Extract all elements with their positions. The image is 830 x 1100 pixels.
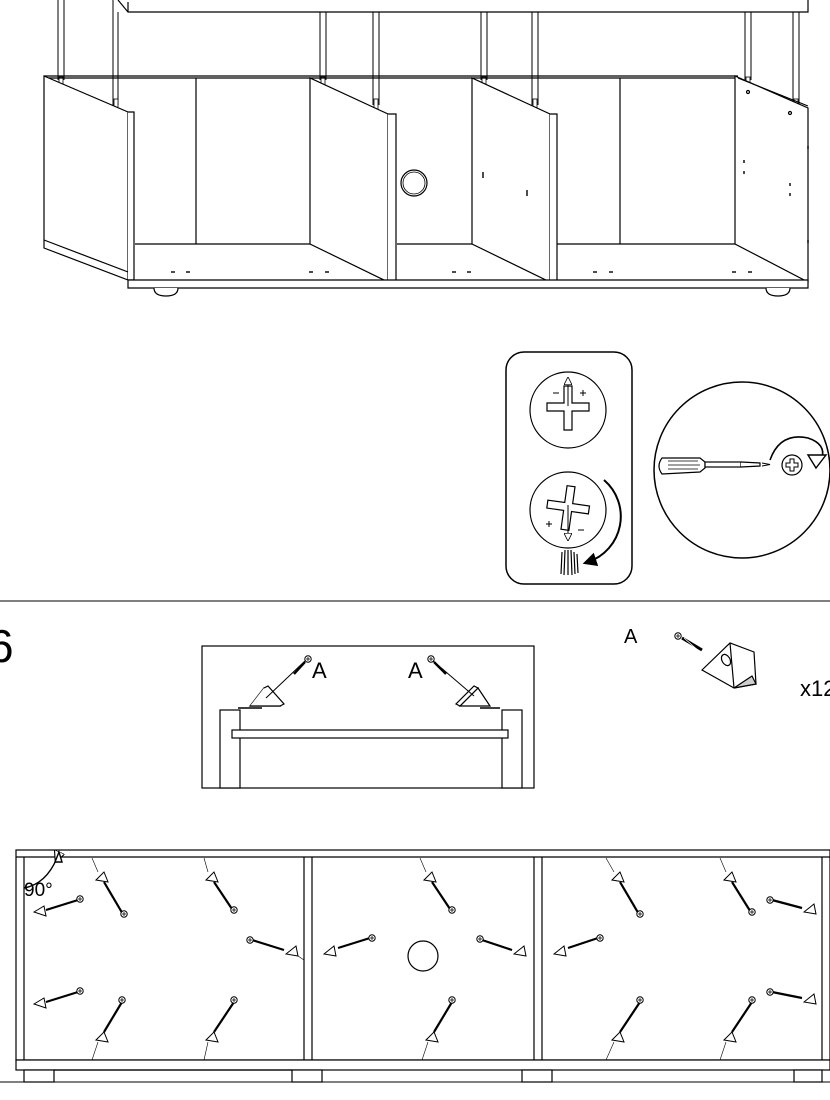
step-number: 6 [0, 620, 14, 672]
phillips-screw-icon [529, 471, 607, 549]
angle-label: 90° [24, 880, 53, 901]
detail-label-a-left: A [312, 658, 327, 683]
detail-label-a-right: A [408, 658, 423, 683]
hardware-quantity: x12 [800, 676, 830, 701]
bracket-placement-view [0, 849, 830, 1083]
hardware-callout: A x12 [624, 626, 830, 701]
phillips-screw-icon [529, 371, 607, 449]
cabinet-assembly-illustration [43, 0, 809, 297]
part-label: A [624, 626, 638, 648]
corner-bracket-icon [674, 632, 757, 689]
screwdriver-detail-circle [653, 381, 830, 559]
bracket-detail-box [201, 645, 535, 789]
bracket-markers [32, 857, 817, 1061]
rotation-arrow-icon [582, 479, 622, 566]
screwdriver-icon [658, 457, 771, 475]
screw-orientation-panel [505, 351, 633, 585]
right-angle-indicator [23, 852, 62, 889]
